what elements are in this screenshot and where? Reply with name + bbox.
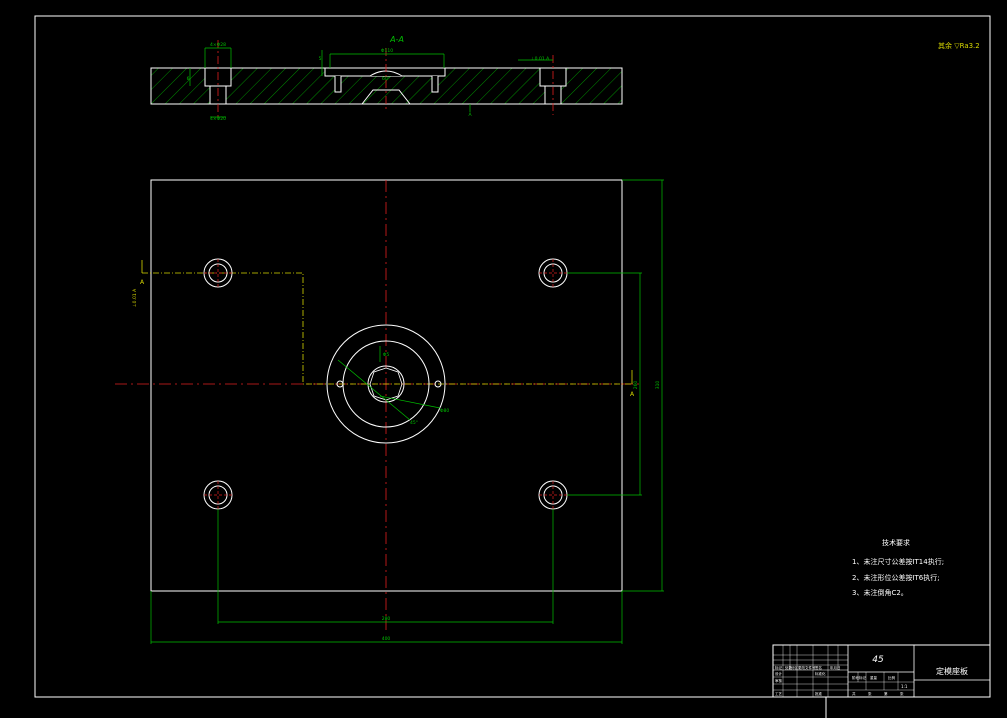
section-view: A-A 4×Φ28 Φ110 60° ⊥0.01 A 4×Φ20 A 6 5 [150, 35, 623, 122]
dim-depth-center: 5 [319, 56, 322, 62]
hole-bottom-right [538, 480, 568, 510]
dim-ring-dia: Φ80 [440, 408, 449, 414]
drawing-frame [34, 15, 991, 698]
section-path [142, 272, 632, 385]
tb-row-count: 处数 [785, 665, 793, 670]
tb-stage: 阶段标记 [852, 675, 866, 680]
tb-part-name: 定模座板 [936, 666, 968, 676]
dim-hub-dia: Φ5 [383, 352, 390, 358]
section-mark-right: A [630, 391, 635, 398]
tb-scale: 比例 [888, 675, 896, 680]
dim-overall-width: 400 [382, 636, 391, 642]
tech-requirements: 技术要求 1、未注尺寸公差按IT14执行; 2、未注形位公差按IT6执行; 3、… [852, 538, 944, 597]
tb-label-standard: 标准化 [815, 671, 826, 676]
flatness-tol: ⊥0.01 A [132, 288, 138, 307]
tb-material: 45 [872, 655, 884, 665]
plan-view: A A ⊥0.01 A [115, 179, 664, 644]
tech-item-2: 2、未注形位公差按IT6执行; [852, 573, 940, 582]
hole-top-right [538, 258, 568, 288]
dim-bore-left: 4×Φ28 [210, 42, 226, 48]
title-block: 标记 处数 分区 更改文件号 签名 年月日 设计 标准化 审核 工艺 批准 45… [772, 644, 991, 718]
plate-outline [150, 179, 623, 592]
tb-label-design: 设计 [775, 671, 783, 676]
dim-top-right: ⊥0.01 A [531, 56, 550, 62]
tb-sheet-unit2: 张 [900, 691, 904, 696]
dim-depth-left: 6 [187, 76, 190, 82]
tb-sheet-total: 共 [852, 691, 856, 696]
tb-weight: 重量 [870, 675, 878, 680]
dim-hub-angle: 45° [410, 420, 418, 426]
dim-bore-center: Φ110 [381, 48, 393, 54]
tb-ratio: 1:1 [901, 684, 908, 689]
dim-hole-span: 260 [633, 381, 639, 390]
surface-finish: 其余 ▽Ra3.2 [938, 41, 980, 50]
tb-label-process: 工艺 [775, 691, 783, 696]
tb-row-date: 年月日 [830, 665, 841, 670]
dim-outer-height: 310 [655, 381, 661, 390]
dim-inner-width: 280 [382, 616, 391, 622]
tech-title: 技术要求 [882, 538, 910, 547]
hole-top-left [203, 258, 233, 288]
tb-sheet-unit1: 张 [868, 691, 872, 696]
tb-row-sign: 签名 [815, 665, 822, 670]
section-mark-left: A [140, 279, 145, 286]
hole-bottom-left [203, 480, 233, 510]
tech-item-1: 1、未注尺寸公差按IT14执行; [852, 557, 944, 566]
tb-sheet-no: 第 [884, 691, 888, 696]
central-hub: Φ5 45° Φ80 [326, 324, 449, 444]
tb-row-change: 更改文件号 [798, 665, 816, 670]
dim-bottom-left: 4×Φ20 [210, 116, 226, 122]
tb-row-mark: 标记 [775, 665, 783, 670]
datum-label: A [468, 112, 472, 118]
tb-row-zone: 分区 [791, 665, 799, 670]
tb-label-approve: 批准 [815, 691, 823, 696]
section-label: A-A [389, 35, 404, 44]
tb-label-review: 审核 [775, 678, 783, 683]
tech-item-3: 3、未注倒角C2。 [852, 588, 908, 597]
dim-cone: 60° [382, 76, 390, 82]
